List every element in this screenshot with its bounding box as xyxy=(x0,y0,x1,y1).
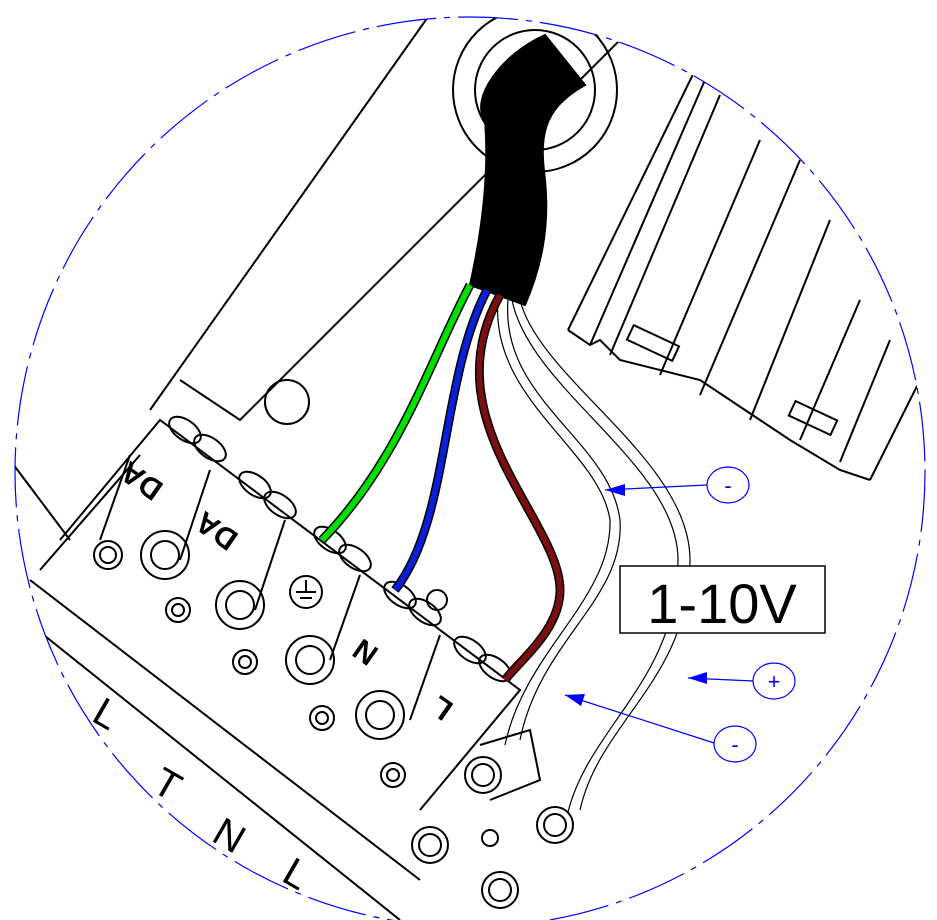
detail-circle xyxy=(14,16,926,920)
callout-minus-top-text: - xyxy=(724,473,731,498)
screw-terminals xyxy=(93,530,448,788)
callout-plus-text: + xyxy=(768,669,781,694)
earth-symbol xyxy=(289,575,323,609)
callout-minus-bottom: - xyxy=(564,694,757,763)
terminal-label-neutral: N xyxy=(347,632,384,671)
rear-letter-1: L xyxy=(86,690,127,739)
callout-plus: + xyxy=(687,662,796,700)
callout-minus-bottom-text: - xyxy=(731,732,738,757)
dimming-terminals xyxy=(411,728,574,909)
rear-letter-4: L xyxy=(276,850,317,899)
rear-letter-3: N xyxy=(206,810,253,863)
fin-slot-2 xyxy=(787,399,839,437)
terminal-label-live: L xyxy=(425,689,459,727)
fin-slot-1 xyxy=(625,323,681,363)
rear-letter-2: T xyxy=(146,760,189,810)
terminal-label-da2: DA xyxy=(190,504,244,556)
mounting-hole xyxy=(264,379,310,425)
terminal-block xyxy=(15,415,522,920)
dimming-wires xyxy=(497,299,691,813)
main-label: 1-10V xyxy=(647,572,797,635)
main-label-box xyxy=(619,565,826,634)
housing-edge xyxy=(149,17,441,411)
heat-sink xyxy=(567,59,921,481)
callout-minus-top: - xyxy=(604,466,750,504)
terminal-label-da1: DA xyxy=(115,454,169,506)
cable-sheath xyxy=(468,33,587,307)
